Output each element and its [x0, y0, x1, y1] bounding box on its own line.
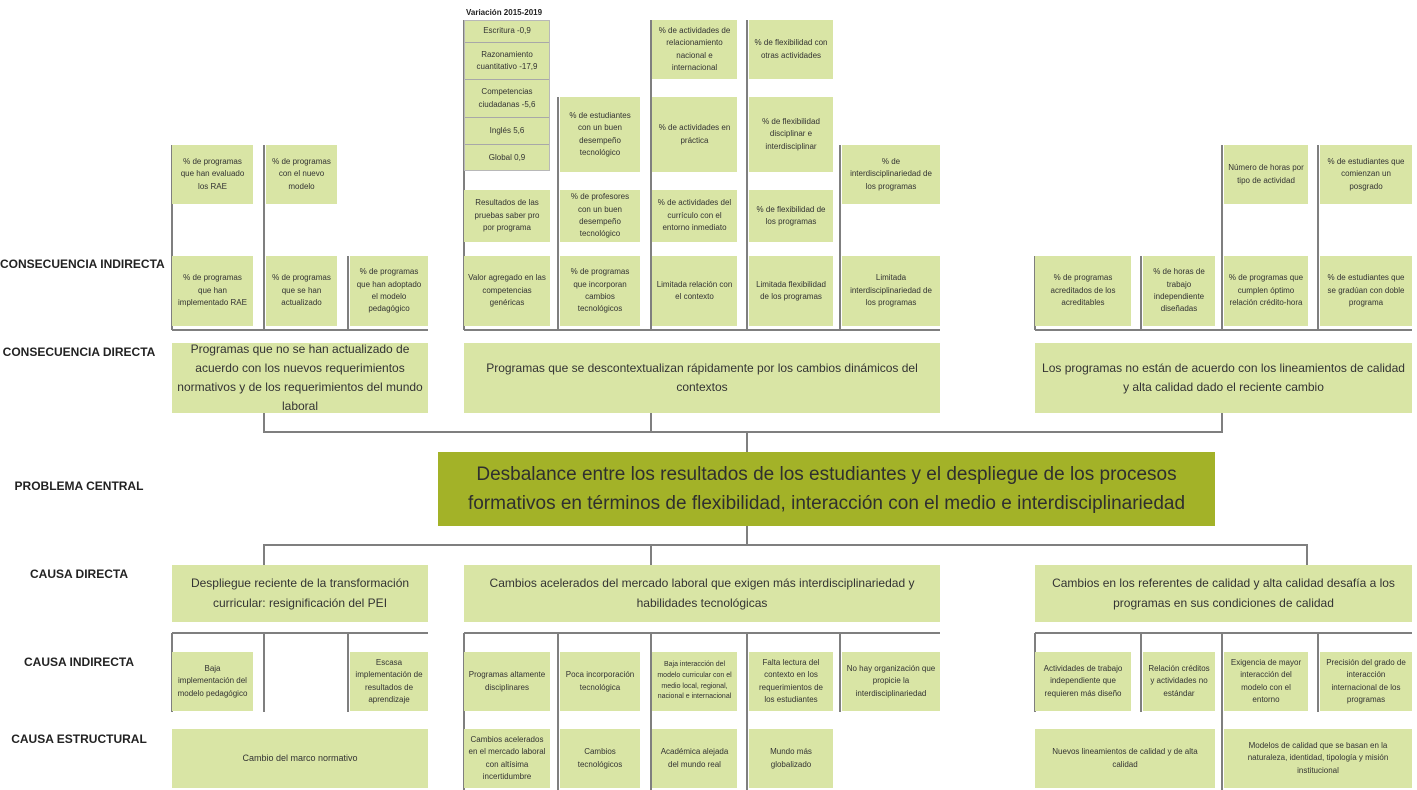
row-label-consecuencia-directa: CONSECUENCIA DIRECTA: [2, 345, 156, 359]
causa-directa-box: Cambios en los referentes de calidad y a…: [1035, 565, 1412, 622]
variacion-item: Razonamiento cuantitativo -17,9: [465, 43, 549, 80]
causa-estructural-box: Modelos de calidad que se basan en la na…: [1224, 729, 1412, 788]
indicator-box: % de estudiantes con un buen desempeño t…: [560, 97, 640, 172]
indicator-box: % de flexibilidad con otras actividades: [749, 20, 833, 79]
variacion-item: Global 0,9: [488, 152, 526, 162]
causa-indirecta-box: Baja implementación del modelo pedagógic…: [172, 652, 253, 711]
row-label-problema-central: PROBLEMA CENTRAL: [14, 479, 144, 493]
variacion-item: Inglés 5,6: [465, 118, 549, 145]
consecuencia-indirecta-box: Limitada interdisciplinariedad de los pr…: [842, 256, 940, 326]
consecuencia-directa-box: Programas que no se han actualizado de a…: [172, 343, 428, 413]
indicator-box: % de actividades del currículo con el en…: [652, 190, 737, 242]
consecuencia-indirecta-box: % de programas que han implementado RAE: [172, 256, 253, 326]
consecuencia-indirecta-box: Limitada flexibilidad de los programas: [749, 256, 833, 326]
row-label-causa-estructural: CAUSA ESTRUCTURAL: [11, 732, 147, 746]
causa-directa-box: Despliegue reciente de la transformación…: [172, 565, 428, 622]
causa-estructural-box: Cambio del marco normativo: [172, 729, 428, 788]
indicator-box: % de interdisciplinariedad de los progra…: [842, 145, 940, 204]
causa-indirecta-box: No hay organización que propicie la inte…: [842, 652, 940, 711]
indicator-box: % de flexibilidad disciplinar e interdis…: [749, 97, 833, 172]
variacion-item: Competencias ciudadanas -5,6: [465, 80, 549, 118]
consecuencia-indirecta-box: Valor agregado en las competencias genér…: [464, 256, 550, 326]
causa-indirecta-box: Programas altamente disciplinares: [464, 652, 550, 711]
causa-indirecta-box: Actividades de trabajo independiente que…: [1035, 652, 1131, 711]
consecuencia-indirecta-box: % de programas que se han actualizado: [266, 256, 337, 326]
row-label-causa-indirecta: CAUSA INDIRECTA: [24, 655, 134, 669]
variacion-table: Escritura -0,9 Razonamiento cuantitativo…: [464, 20, 550, 171]
consecuencia-indirecta-box: % de programas que han adoptado el model…: [350, 256, 428, 326]
causa-indirecta-box: Falta lectura del contexto en los requer…: [749, 652, 833, 711]
indicator-box: % de estudiantes que comienzan un posgra…: [1320, 145, 1412, 204]
consecuencia-directa-box: Los programas no están de acuerdo con lo…: [1035, 343, 1412, 413]
row-label-consecuencia-indirecta: CONSECUENCIA INDIRECTA: [0, 257, 165, 271]
indicator-box: % de actividades en práctica: [652, 97, 737, 172]
consecuencia-directa-box: Programas que se descontextualizan rápid…: [464, 343, 940, 413]
indicator-box: Resultados de las pruebas saber pro por …: [464, 190, 550, 242]
indicator-box: % de programas con el nuevo modelo: [266, 145, 337, 204]
causa-indirecta-box: Poca incorporación tecnológica: [560, 652, 640, 711]
row-label-causa-directa: CAUSA DIRECTA: [30, 567, 128, 581]
causa-indirecta-box: Exigencia de mayor interacción del model…: [1224, 652, 1308, 711]
causa-indirecta-box: Baja interacción del modelo curricular c…: [652, 652, 737, 711]
consecuencia-indirecta-box: % de horas de trabajo independiente dise…: [1143, 256, 1215, 326]
indicator-box: Número de horas por tipo de actividad: [1224, 145, 1308, 204]
causa-directa-box: Cambios acelerados del mercado laboral q…: [464, 565, 940, 622]
consecuencia-indirecta-box: % de programas acreditados de los acredi…: [1035, 256, 1131, 326]
consecuencia-indirecta-box: Limitada relación con el contexto: [652, 256, 737, 326]
causa-estructural-box: Mundo más globalizado: [749, 729, 833, 788]
consecuencia-indirecta-box: % de estudiantes que se gradúan con dobl…: [1320, 256, 1412, 326]
causa-estructural-box: Nuevos lineamientos de calidad y de alta…: [1035, 729, 1215, 788]
causa-indirecta-box: Relación créditos y actividades no están…: [1143, 652, 1215, 711]
causa-indirecta-box: Escasa implementación de resultados de a…: [350, 652, 428, 711]
consecuencia-indirecta-box: % de programas que cumplen óptimo relaci…: [1224, 256, 1308, 326]
indicator-box: % de actividades de relacionamiento naci…: [652, 20, 737, 79]
causa-estructural-box: Cambios acelerados en el mercado laboral…: [464, 729, 550, 788]
causa-indirecta-box: Precisión del grado de interacción inter…: [1320, 652, 1412, 711]
problema-central-box: Desbalance entre los resultados de los e…: [438, 452, 1215, 526]
causa-estructural-box: Cambios tecnológicos: [560, 729, 640, 788]
indicator-box: % de programas que han evaluado los RAE: [172, 145, 253, 204]
indicator-box: % de flexibilidad de los programas: [749, 190, 833, 242]
indicator-box: % de profesores con un buen desempeño te…: [560, 190, 640, 242]
variacion-title: Variación 2015-2019: [466, 8, 543, 17]
variacion-item: Escritura -0,9: [465, 21, 549, 43]
causa-estructural-box: Académica alejada del mundo real: [652, 729, 737, 788]
consecuencia-indirecta-box: % de programas que incorporan cambios te…: [560, 256, 640, 326]
